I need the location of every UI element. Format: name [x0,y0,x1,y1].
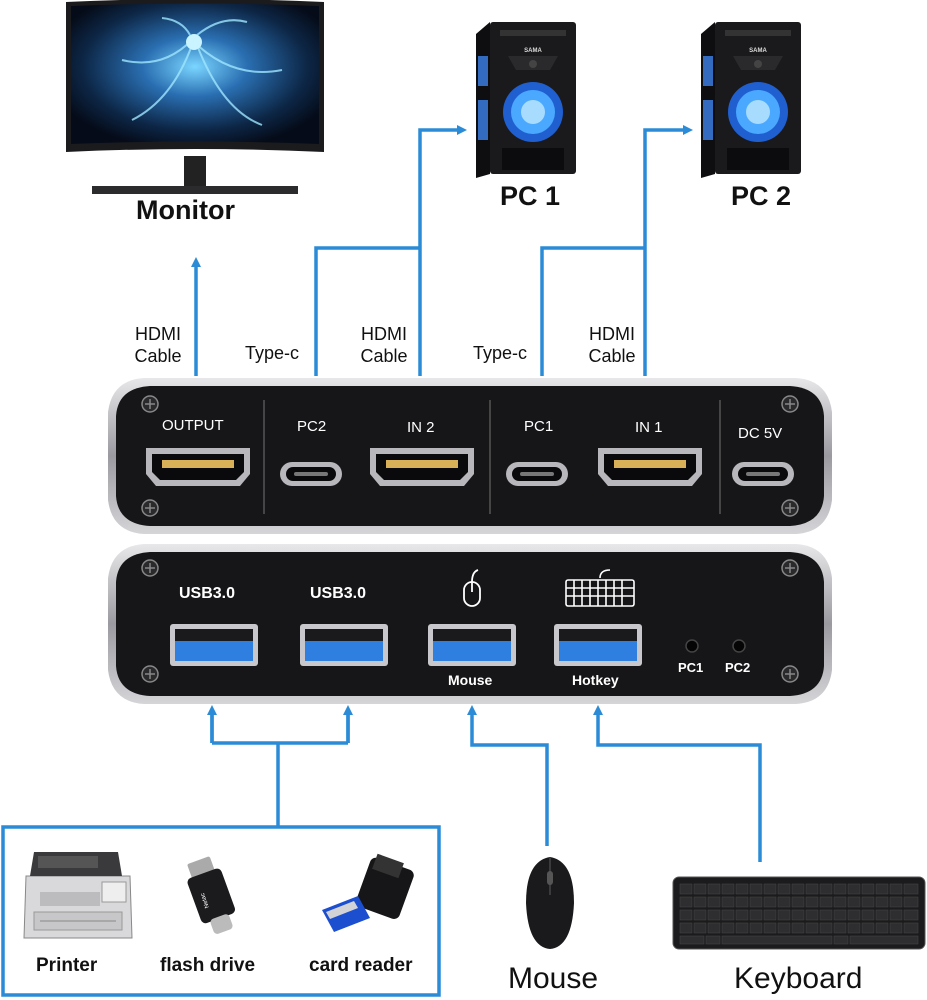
keyboard-glyph-icon [565,569,635,607]
usb1-label: USB3.0 [179,585,236,602]
dc-port-label: DC 5V [738,425,783,442]
in1-port-label: IN 1 [635,419,663,436]
mouse-label: Mouse [508,962,599,995]
pc2-port-label: PC2 [297,418,327,435]
usb-port-2 [300,624,388,666]
pc2-tower-icon: SAMA [701,22,801,178]
svg-text:SAMA: SAMA [524,48,542,54]
hdmi-output-port [146,448,250,486]
pc2-typec-label: Type-c [244,343,300,363]
hdmi-in2-port [370,448,474,486]
pc2-label: PC 2 [731,181,792,211]
keyboard-device-icon [672,876,926,950]
svg-text:SAMA: SAMA [749,48,767,54]
usb-port-1 [170,624,258,666]
typec-dc-port [732,462,794,486]
usb-peripheral-line [210,712,350,826]
led-pc2 [732,639,746,653]
printer-label: Printer [36,955,98,976]
peripheral-box [1,825,441,997]
flash-drive-icon: Netac [187,856,235,934]
led-pc1 [685,639,699,653]
mouse-port-label: Mouse [448,672,493,688]
keyboard-label: Keyboard [734,962,863,995]
pc1-port-label: PC1 [524,418,554,435]
typec-pc1-port [506,462,568,486]
hdmi-in1-port [598,448,702,486]
monitor-label: Monitor [136,195,235,225]
svg-text:Netac: Netac [200,892,211,909]
switch-back-panel [108,378,832,534]
usb2-label: USB3.0 [310,585,367,602]
pc1-label: PC 1 [500,181,561,211]
pc1-hdmi-line [418,125,467,376]
monitor-icon [66,0,324,194]
hotkey-port-label: Hotkey [572,672,619,688]
mouse-line [467,705,549,846]
typec-pc2-port [280,462,342,486]
pc1-typec-label: Type-c [472,343,528,363]
switch-front-panel [108,544,832,704]
card-reader-icon [322,853,414,932]
flash-drive-label: flash drive [160,955,256,976]
printer-icon [23,852,133,939]
in2-port-label: IN 2 [407,419,435,436]
usb-port-hotkey [554,624,642,666]
output-port-label: OUTPUT [162,417,224,434]
usb-port-mouse [428,624,516,666]
led-pc1-label: PC1 [678,660,704,675]
pc1-tower-icon: SAMA [476,22,576,178]
led-pc2-label: PC2 [725,660,751,675]
pc2-typec-line [540,246,645,376]
mouse-device-icon [526,857,574,949]
pc1-typec-line [314,246,420,376]
keyboard-line [593,705,762,862]
mouse-glyph-icon [463,569,481,607]
pc2-hdmi-line [643,125,693,376]
card-reader-label: card reader [309,955,413,976]
